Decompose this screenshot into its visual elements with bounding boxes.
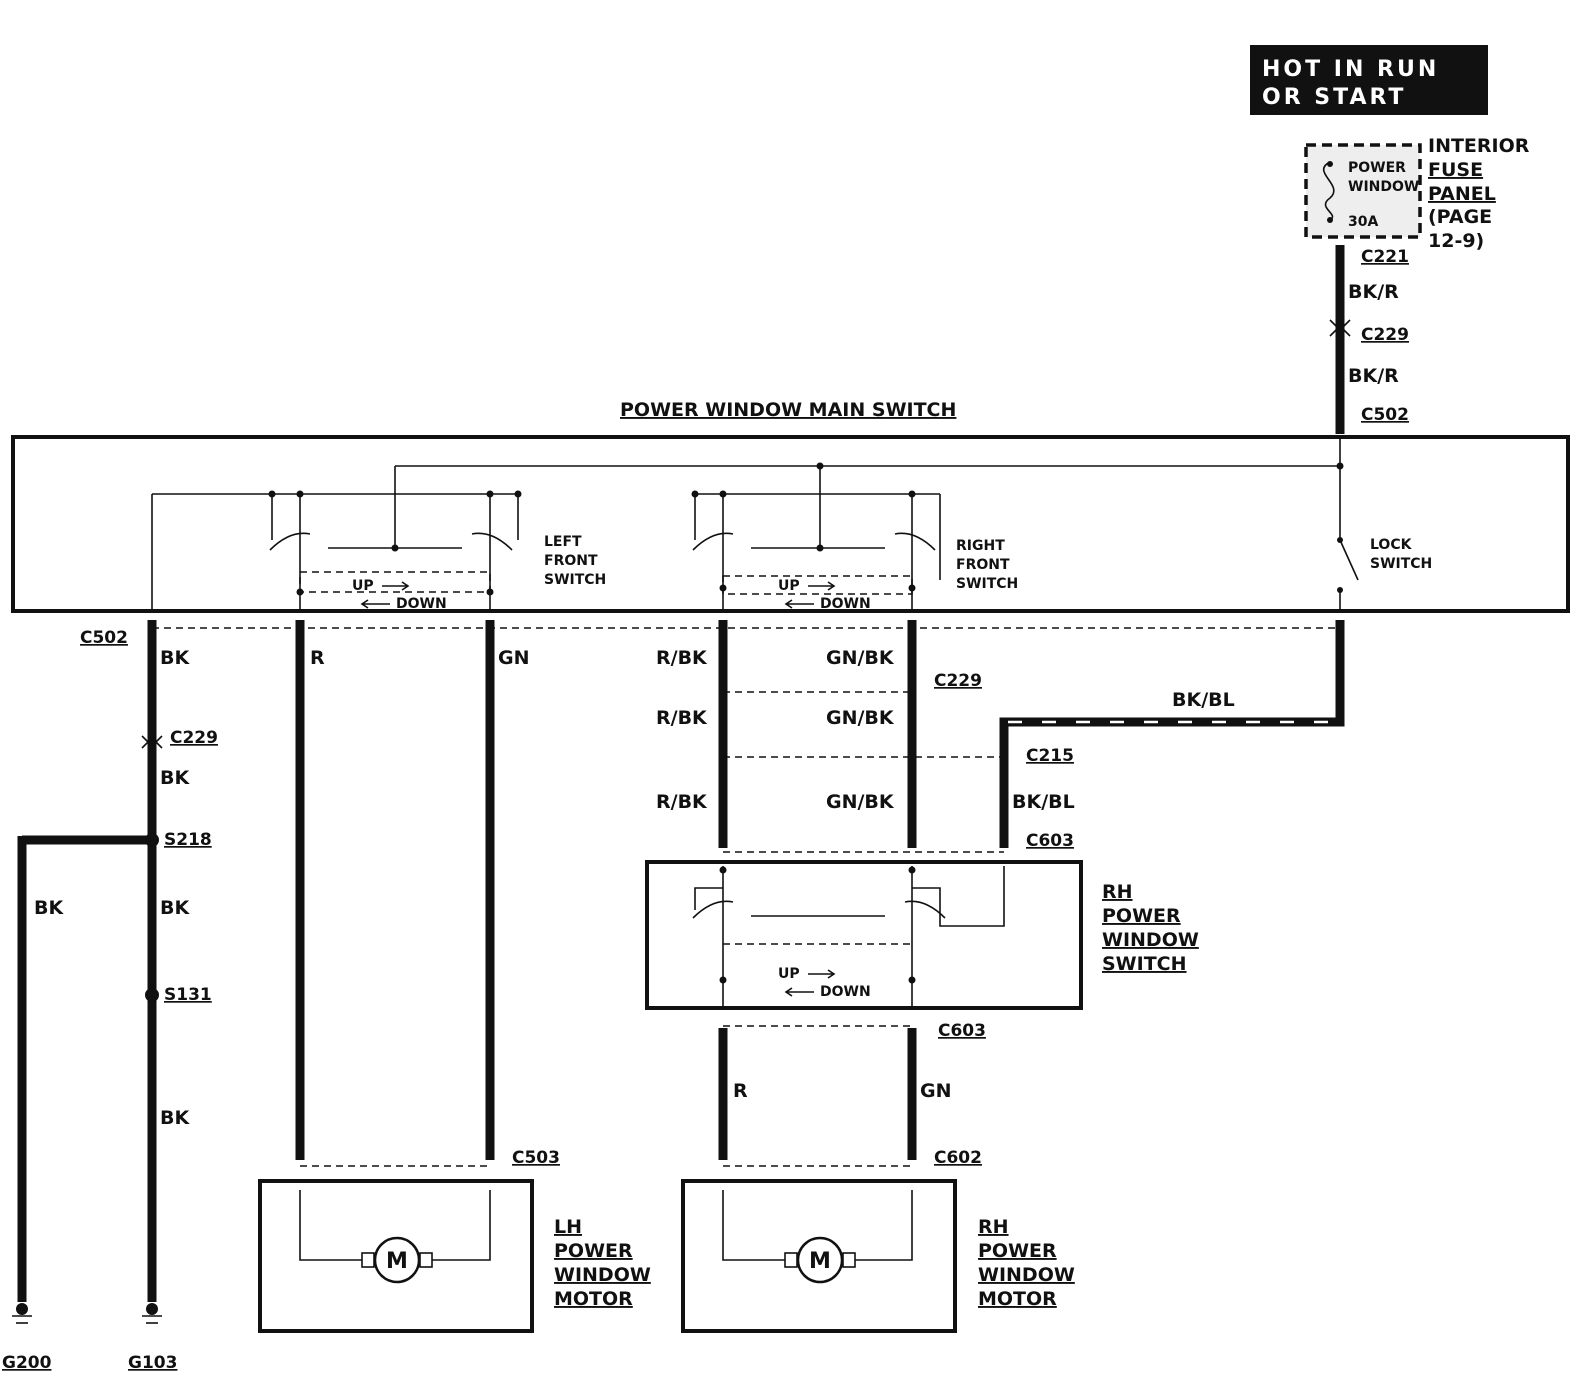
right-down-label: DOWN bbox=[820, 596, 871, 612]
rh-motor-wires: C603 R GN C602 bbox=[718, 1021, 986, 1168]
wire-bk-r-2: BK/R bbox=[1348, 365, 1399, 387]
banner-line-2: OR START bbox=[1262, 85, 1406, 110]
left-down-label: DOWN bbox=[396, 596, 447, 612]
rh-motor-symbol: M bbox=[809, 1249, 831, 1274]
wire-bk-bl-2: BK/BL bbox=[1012, 791, 1075, 813]
left-front-switch-1: LEFT bbox=[544, 534, 582, 550]
fuse-label-power: POWER bbox=[1348, 160, 1406, 176]
rh-switch-down-label: DOWN bbox=[820, 984, 871, 1000]
left-front-switch-3: SWITCH bbox=[544, 572, 606, 588]
panel-label-1: INTERIOR bbox=[1428, 135, 1530, 157]
connector-c229-right: C229 bbox=[934, 671, 982, 691]
rh-switch-label-3: WINDOW bbox=[1102, 929, 1199, 951]
lh-motor-label-2: POWER bbox=[554, 1240, 633, 1262]
connector-c502-top: C502 bbox=[1361, 405, 1409, 425]
wire-gn-bk-3: GN/BK bbox=[826, 791, 895, 813]
connector-c602: C602 bbox=[934, 1148, 982, 1168]
lh-motor-symbol: M bbox=[386, 1249, 408, 1274]
panel-label-4: (PAGE bbox=[1428, 206, 1492, 228]
wire-gn-lh: GN bbox=[498, 647, 530, 669]
lock-switch-1: LOCK bbox=[1370, 537, 1413, 553]
rh-motor-icon bbox=[796, 1236, 844, 1284]
wire-bk-5: BK bbox=[160, 1107, 190, 1129]
connector-c221: C221 bbox=[1361, 247, 1409, 267]
rh-power-window-motor: M RH POWER WINDOW MOTOR bbox=[681, 1179, 1075, 1333]
fuse-symbol-icon bbox=[1322, 161, 1335, 221]
lh-motor-icon bbox=[373, 1236, 421, 1284]
rh-motor-label-3: WINDOW bbox=[978, 1264, 1075, 1286]
lh-motor-label-3: WINDOW bbox=[554, 1264, 651, 1286]
ground-g103: G103 bbox=[128, 1353, 177, 1373]
wire-bk-r-1: BK/R bbox=[1348, 281, 1399, 303]
connector-c603-top: C603 bbox=[1026, 831, 1074, 851]
rh-motor-label-1: RH bbox=[978, 1216, 1009, 1238]
rh-switch-label-1: RH bbox=[1102, 881, 1133, 903]
wire-bk-3: BK bbox=[34, 897, 64, 919]
wire-gn-bk-1: GN/BK bbox=[826, 647, 895, 669]
interior-fuse-panel: POWER WINDOW 30A INTERIOR FUSE PANEL (PA… bbox=[1304, 135, 1530, 252]
wire-bk-4: BK bbox=[160, 897, 190, 919]
rh-switch-label-4: SWITCH bbox=[1102, 953, 1187, 975]
ground-wires: BK C229 BK S218 BK BK S131 BK G200 G103 bbox=[2, 620, 218, 1373]
panel-label-3: PANEL bbox=[1428, 183, 1496, 205]
connector-c603-bottom: C603 bbox=[938, 1021, 986, 1041]
fuse-label-window: WINDOW bbox=[1348, 179, 1419, 195]
wire-gn-rh: GN bbox=[920, 1080, 952, 1102]
splice-s218: S218 bbox=[164, 830, 212, 850]
wire-r-bk-1: R/BK bbox=[656, 647, 708, 669]
rh-power-window-switch: UP DOWN RH POWER WINDOW SWITCH bbox=[645, 860, 1199, 1010]
left-front-switch-2: FRONT bbox=[544, 553, 598, 569]
lh-motor-label-4: MOTOR bbox=[554, 1288, 633, 1310]
lock-switch-2: SWITCH bbox=[1370, 556, 1432, 572]
lh-motor-wires: R GN C503 bbox=[295, 620, 560, 1168]
rh-motor-label-2: POWER bbox=[978, 1240, 1057, 1262]
ground-g200: G200 bbox=[2, 1353, 52, 1373]
connector-c503: C503 bbox=[512, 1148, 560, 1168]
wire-r-bk-3: R/BK bbox=[656, 791, 708, 813]
panel-label-5: 12-9) bbox=[1428, 230, 1484, 252]
connector-c229-left: C229 bbox=[170, 728, 218, 748]
rh-switch-wires: R/BK GN/BK C229 BK/BL R/BK GN/BK C215 R/… bbox=[656, 620, 1345, 853]
connector-c215: C215 bbox=[1026, 746, 1074, 766]
connector-c229-top: C229 bbox=[1361, 325, 1409, 345]
wire-bk-2: BK bbox=[160, 767, 190, 789]
main-switch-internals: UP DOWN LEFT FRONT SWITCH UP DOWN RIGHT … bbox=[151, 437, 1432, 612]
banner-line-1: HOT IN RUN bbox=[1262, 57, 1439, 82]
right-front-switch-3: SWITCH bbox=[956, 576, 1018, 592]
rh-switch-up-label: UP bbox=[778, 966, 800, 982]
fuse-rating: 30A bbox=[1348, 214, 1378, 230]
right-up-label: UP bbox=[778, 578, 800, 594]
wire-r-bk-2: R/BK bbox=[656, 707, 708, 729]
wire-gn-bk-2: GN/BK bbox=[826, 707, 895, 729]
rh-motor-label-4: MOTOR bbox=[978, 1288, 1057, 1310]
lh-power-window-motor: M LH POWER WINDOW MOTOR bbox=[258, 1179, 651, 1333]
splice-s131: S131 bbox=[164, 985, 212, 1005]
supply-wire: C221 BK/R C229 BK/R C502 bbox=[1329, 245, 1409, 434]
lh-motor-label-1: LH bbox=[554, 1216, 582, 1238]
rh-switch-label-2: POWER bbox=[1102, 905, 1181, 927]
hot-in-run-banner: HOT IN RUN OR START bbox=[1250, 45, 1488, 115]
main-switch-box bbox=[11, 435, 1570, 613]
wire-bk-1: BK bbox=[160, 647, 190, 669]
main-switch-title: POWER WINDOW MAIN SWITCH bbox=[620, 399, 956, 421]
wire-bk-bl-1: BK/BL bbox=[1172, 689, 1235, 711]
connector-c502-bottom: C502 bbox=[80, 628, 128, 648]
wire-r-rh: R bbox=[733, 1080, 748, 1102]
right-front-switch-1: RIGHT bbox=[956, 538, 1005, 554]
left-up-label: UP bbox=[352, 578, 374, 594]
wire-r-lh: R bbox=[310, 647, 325, 669]
right-front-switch-2: FRONT bbox=[956, 557, 1010, 573]
panel-label-2: FUSE bbox=[1428, 159, 1483, 181]
